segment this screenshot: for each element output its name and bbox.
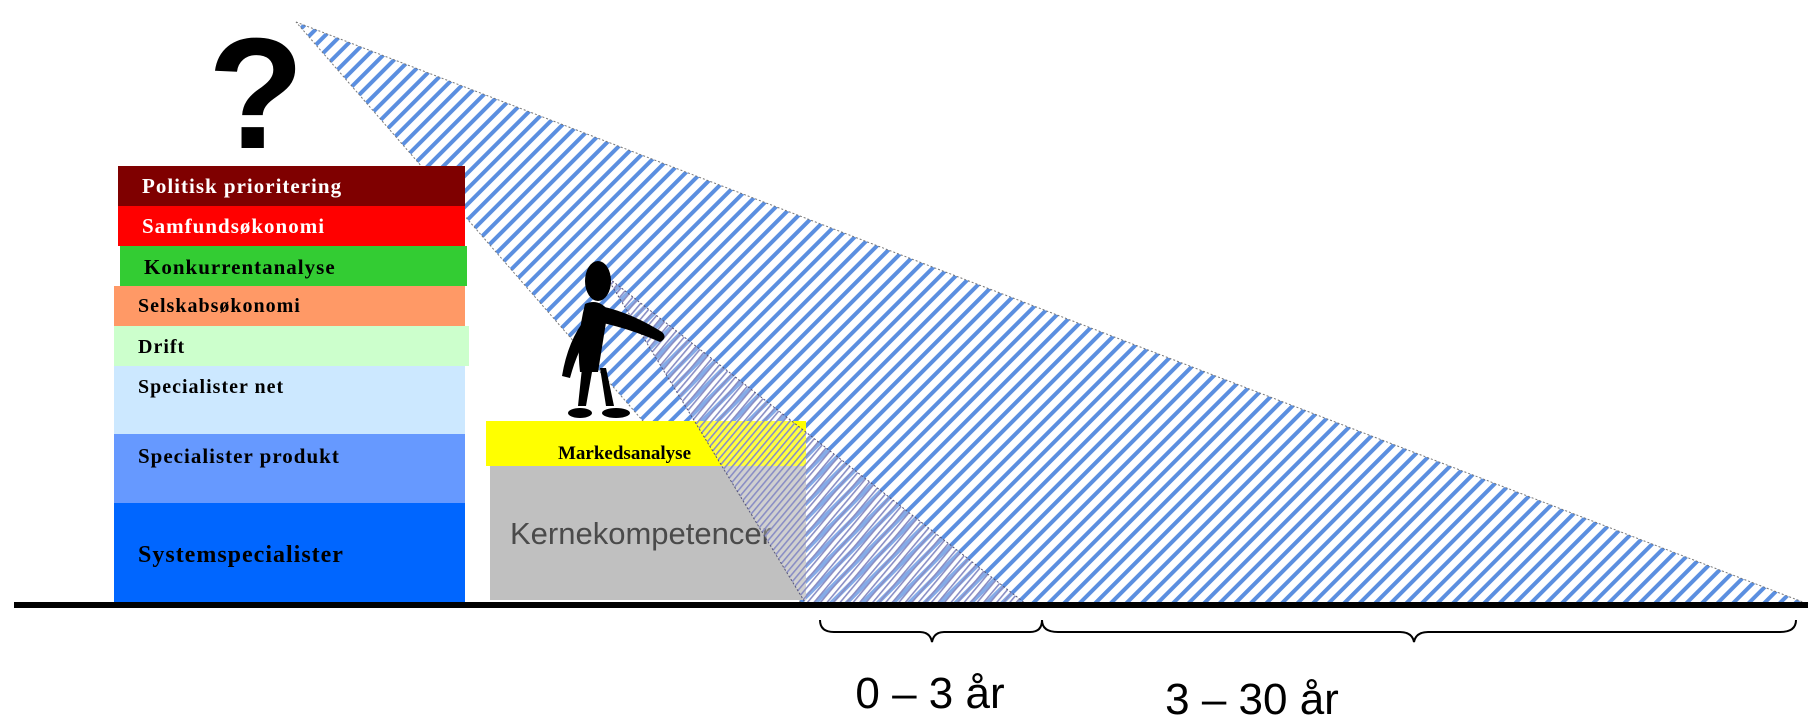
long-term-horizon-triangle bbox=[295, 21, 1809, 605]
layer-drift bbox=[114, 326, 469, 366]
ground-line bbox=[14, 602, 1808, 608]
layer-samfundsokonomi bbox=[118, 206, 465, 246]
person-head bbox=[585, 261, 611, 301]
competence-stack: Politisk prioriteringSamfundsøkonomiKonk… bbox=[114, 166, 469, 604]
layer-label-drift: Drift bbox=[138, 336, 185, 358]
layer-label-specialister-net: Specialister net bbox=[138, 376, 284, 398]
layer-label-systemspecialister: Systemspecialister bbox=[138, 542, 344, 568]
layer-label-konkurrentanalyse: Konkurrentanalyse bbox=[144, 255, 336, 279]
layer-label-samfundsokonomi: Samfundsøkonomi bbox=[142, 214, 325, 238]
layer-label-selskabsokonomi: Selskabsøkonomi bbox=[138, 295, 301, 317]
person-figure bbox=[562, 261, 665, 418]
core-competencies-label: Kernekompetencer bbox=[510, 516, 772, 551]
layer-systemspecialister bbox=[114, 503, 465, 604]
layer-label-politisk-prioritering: Politisk prioritering bbox=[142, 174, 342, 198]
question-mark: ? bbox=[208, 6, 305, 182]
layer-specialister-produkt bbox=[114, 434, 465, 503]
time-range-short-label: 0 – 3 år bbox=[855, 669, 1004, 718]
person-foot-left bbox=[568, 408, 592, 418]
short-term-horizon-triangle bbox=[605, 275, 1028, 605]
layer-konkurrentanalyse bbox=[120, 246, 467, 286]
market-analysis-label: Markedsanalyse bbox=[558, 443, 691, 464]
layer-label-specialister-produkt: Specialister produkt bbox=[138, 444, 340, 468]
time-range-long-label: 3 – 30 år bbox=[1165, 675, 1339, 721]
layer-selskabsokonomi bbox=[114, 286, 465, 326]
brace-long-term bbox=[1041, 619, 1797, 643]
layer-specialister-net bbox=[114, 366, 465, 434]
person-back-arm bbox=[562, 318, 592, 378]
brace-short-term bbox=[819, 619, 1043, 643]
person-arm bbox=[598, 306, 665, 342]
person-legs bbox=[578, 368, 614, 406]
person-foot-right bbox=[602, 408, 630, 418]
layer-politisk-prioritering bbox=[118, 166, 465, 206]
